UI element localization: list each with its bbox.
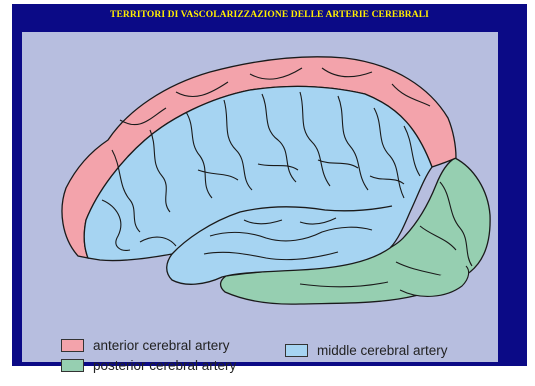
legend-posterior: posterior cerebral artery: [61, 358, 236, 373]
legend-anterior-label: anterior cerebral artery: [93, 338, 230, 353]
posterior-swatch: [61, 359, 84, 372]
legend-middle: middle cerebral artery: [285, 343, 448, 358]
middle-swatch: [285, 344, 308, 357]
legend-middle-label: middle cerebral artery: [317, 343, 448, 358]
anterior-swatch: [61, 339, 84, 352]
legend-posterior-label: posterior cerebral artery: [93, 358, 236, 373]
legend-anterior: anterior cerebral artery: [61, 338, 230, 353]
